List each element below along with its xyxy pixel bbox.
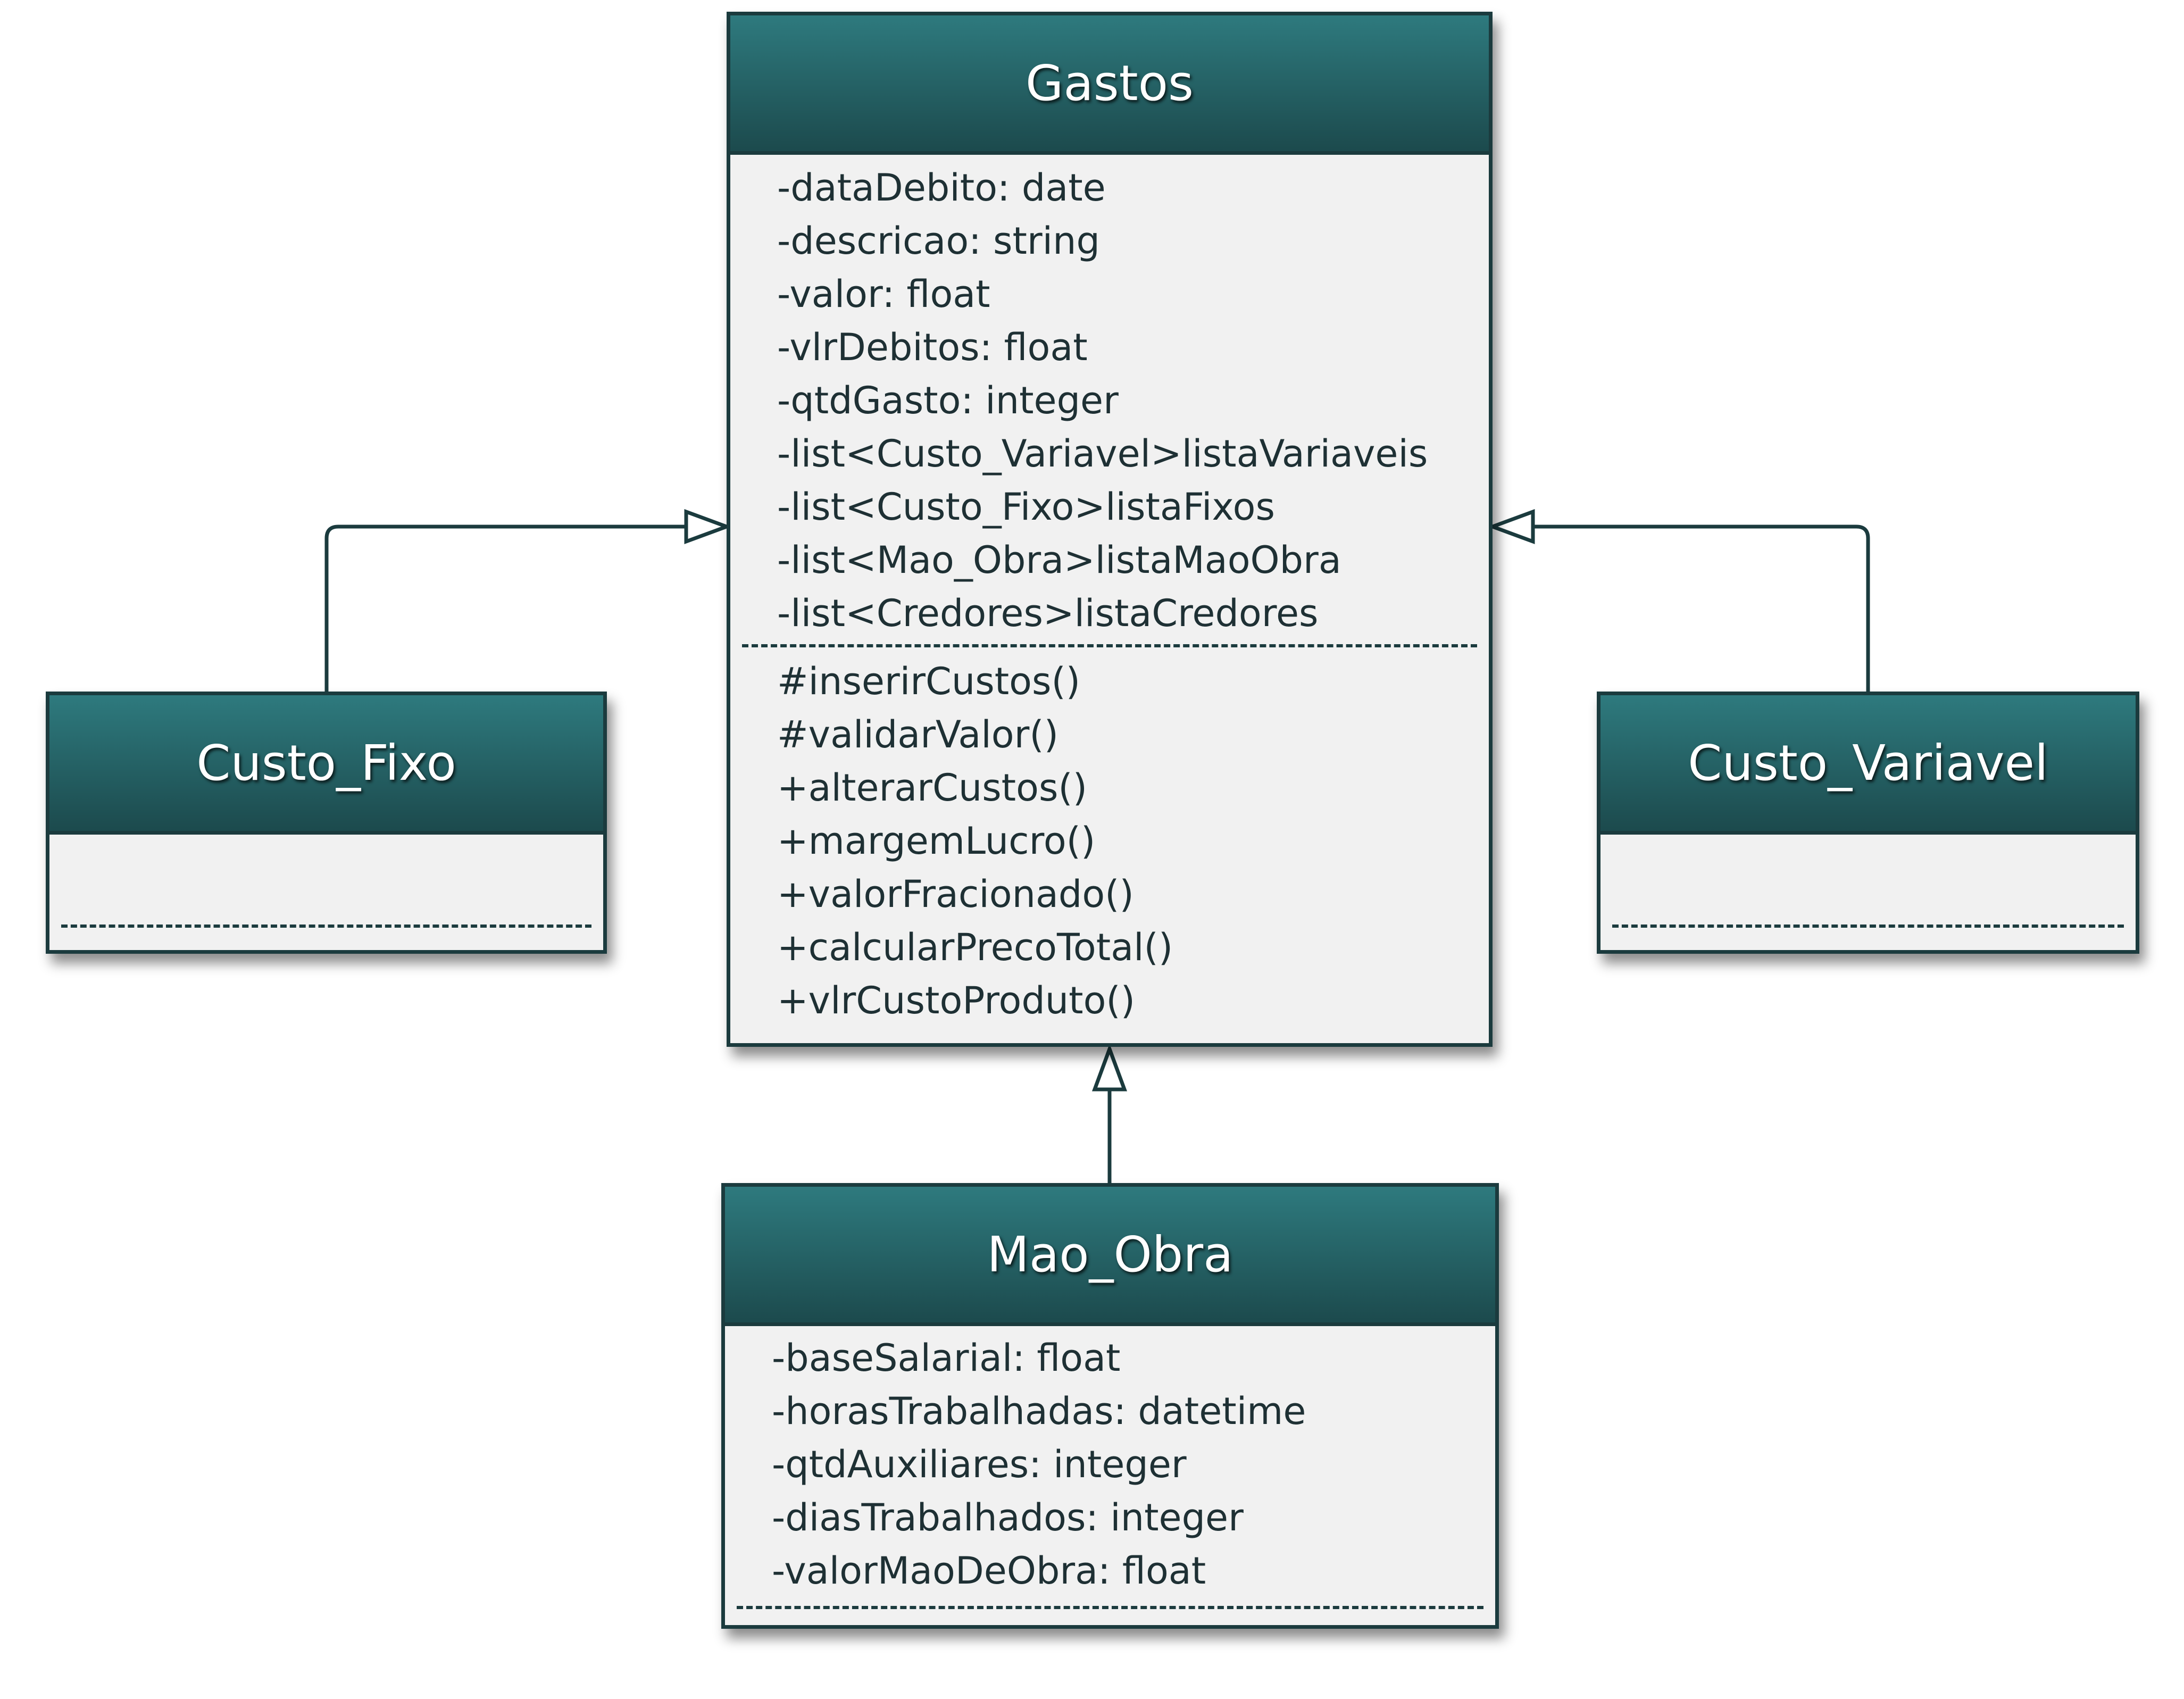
class-custo-variavel-name: Custo_Variavel	[1688, 735, 2048, 792]
generalization-custo-variavel-line	[1533, 524, 1870, 692]
class-gastos[interactable]: Gastos -dataDebito: date -descricao: str…	[727, 12, 1493, 1047]
class-custo-fixo-header: Custo_Fixo	[49, 695, 603, 835]
generalization-mao-obra-arrowhead	[1091, 1043, 1128, 1092]
attribute: -valorMaoDeObra: float	[772, 1549, 1206, 1593]
class-custo-fixo-name: Custo_Fixo	[196, 735, 456, 792]
generalization-custo-fixo-arrowhead	[684, 509, 732, 545]
operation: #inserirCustos()	[777, 660, 1081, 703]
class-mao-obra-header: Mao_Obra	[725, 1187, 1495, 1326]
class-mao-obra-name: Mao_Obra	[987, 1226, 1233, 1283]
attribute: -diasTrabalhados: integer	[772, 1496, 1244, 1539]
class-custo-variavel[interactable]: Custo_Variavel	[1597, 692, 2139, 954]
attribute: -list<Mao_Obra>listaMaoObra	[777, 538, 1341, 582]
class-custo-fixo-attributes	[61, 835, 591, 928]
attribute: -qtdAuxiliares: integer	[772, 1443, 1187, 1486]
class-custo-variavel-header: Custo_Variavel	[1601, 695, 2136, 835]
attribute: -list<Credores>listaCredores	[777, 592, 1319, 635]
class-mao-obra-attributes: -baseSalarial: float -horasTrabalhadas: …	[737, 1326, 1483, 1609]
class-mao-obra[interactable]: Mao_Obra -baseSalarial: float -horasTrab…	[721, 1183, 1499, 1629]
attribute: -dataDebito: date	[777, 166, 1106, 210]
attribute: -descricao: string	[777, 219, 1100, 263]
generalization-custo-fixo-line	[324, 524, 686, 692]
class-custo-fixo[interactable]: Custo_Fixo	[46, 692, 607, 954]
attribute: -horasTrabalhadas: datetime	[772, 1389, 1306, 1433]
generalization-custo-variavel-arrowhead	[1487, 509, 1535, 545]
attribute: -list<Custo_Variavel>listaVariaveis	[777, 432, 1428, 476]
operation: +vlrCustoProduto()	[777, 979, 1136, 1022]
operation: +margemLucro()	[777, 819, 1096, 863]
class-custo-variavel-attributes	[1612, 835, 2124, 928]
operation: #validarValor()	[777, 713, 1058, 756]
attribute: -baseSalarial: float	[772, 1336, 1121, 1380]
attribute: -qtdGasto: integer	[777, 379, 1119, 422]
operation: +alterarCustos()	[777, 766, 1088, 810]
class-gastos-name: Gastos	[1026, 55, 1194, 112]
attribute: -vlrDebitos: float	[777, 326, 1088, 369]
operation: +calcularPrecoTotal()	[777, 926, 1173, 969]
attribute: -valor: float	[777, 272, 990, 316]
class-gastos-attributes: -dataDebito: date -descricao: string -va…	[742, 155, 1477, 647]
class-gastos-operations: #inserirCustos() #validarValor() +altera…	[730, 647, 1489, 1027]
class-gastos-header: Gastos	[730, 15, 1489, 155]
operation: +valorFracionado()	[777, 872, 1134, 916]
attribute: -list<Custo_Fixo>listaFixos	[777, 485, 1275, 529]
